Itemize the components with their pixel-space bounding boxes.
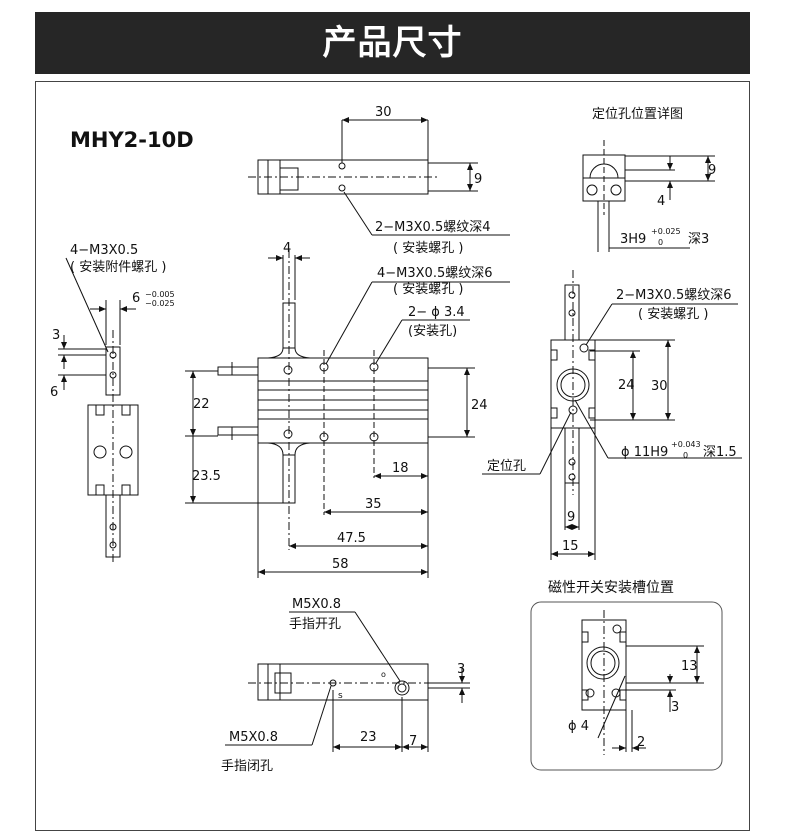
side-locating-label: 定位孔 [487,459,526,474]
side-dim-24: 24 [618,378,635,393]
top-dim-30: 30 [375,105,392,120]
header-title: 产品尺寸 [322,23,463,63]
front-thread-sub: ( 安装螺孔 ) [393,282,463,297]
side-view: 30 24 2−M3X0.5螺纹深6 ( 安装螺孔 ) 定位孔 ϕ 11H9 +… [482,270,742,560]
side-dim-30: 30 [651,379,668,394]
switch-dim-3: 3 [671,700,679,715]
switch-dim-2: 2 [637,735,645,750]
bottom-open-port: M5X0.8 [292,597,341,612]
left-thread-sub: ( 安装附件螺孔 ) [70,260,166,275]
bottom-close-port: M5X0.8 [229,730,278,745]
bottom-dim-23: 23 [360,730,377,745]
left-dim-3: 3 [52,328,60,343]
detail-view: 定位孔位置详图 9 4 3H9 +0.025 0 深3 [582,107,716,252]
detail-depth: 深3 [688,232,709,247]
switch-slot-view: 磁性开关安装槽位置 13 3 ϕ 4 2 [530,580,723,771]
top-thread-note: 2−M3X0.5螺纹深4 [375,220,491,235]
side-dim-15: 15 [562,539,579,554]
left-dim-6-lower: −0.025 [145,299,175,308]
top-thread-sub: ( 安装螺孔 ) [393,241,463,256]
side-bore-lower: 0 [683,451,688,460]
bottom-dim-7: 7 [409,734,417,749]
bottom-view: s o M5X0.8 手指开孔 M5X0.8 手指闭孔 3 23 7 [221,597,470,774]
front-dim-23-5: 23.5 [192,469,221,484]
side-bore: ϕ 11H9 [621,445,668,460]
left-view: 4−M3X0.5 ( 安装附件螺孔 ) 6 −0.005 [50,243,175,565]
front-dim-4: 4 [283,241,291,256]
side-thread-note: 2−M3X0.5螺纹深6 [616,288,732,303]
left-dim-6-upper: −0.005 [145,290,175,299]
front-dim-35: 35 [365,497,382,512]
top-view: 30 9 2−M3X0.5螺纹深4 ( 安装螺孔 ) [248,105,510,256]
header-bar: 产品尺寸 [35,12,750,74]
left-dim-6: 6 [132,291,140,306]
detail-dim-4: 4 [657,194,665,209]
front-dim-22: 22 [193,397,210,412]
detail-tol-upper: +0.025 [651,227,681,236]
switch-dim-phi4: ϕ 4 [568,719,589,734]
detail-dim-9: 9 [708,163,716,178]
front-view: 4 4−M3X0.5螺纹深6 ( 安装螺孔 ) 2− ϕ 3.4 (安装孔) 2… [185,241,510,578]
bottom-mark-s: s [338,691,343,701]
bottom-close-sub: 手指闭孔 [221,759,273,774]
front-dim-58: 58 [332,557,349,572]
switch-title: 磁性开关安装槽位置 [548,580,674,596]
left-dim-6b: 6 [50,385,58,400]
side-bore-depth: 深1.5 [703,445,737,460]
drawing-frame [35,81,750,831]
switch-dim-13: 13 [681,659,698,674]
front-dim-18: 18 [392,461,409,476]
side-thread-sub: ( 安装螺孔 ) [638,307,708,322]
side-bore-upper: +0.043 [671,440,701,449]
side-dim-9: 9 [567,510,575,525]
left-thread-note: 4−M3X0.5 [70,243,138,258]
front-thread-note: 4−M3X0.5螺纹深6 [377,266,493,281]
detail-title: 定位孔位置详图 [592,107,683,122]
front-dim-24: 24 [471,398,488,413]
bottom-mark-o: o [381,670,386,679]
front-hole-note: 2− ϕ 3.4 [408,305,465,320]
model-label: MHY2-10D [70,128,194,152]
front-hole-sub: (安装孔) [408,324,457,339]
front-dim-47-5: 47.5 [337,531,366,546]
bottom-open-sub: 手指开孔 [289,617,341,632]
detail-tol-lower: 0 [658,238,663,247]
top-dim-9: 9 [474,172,482,187]
bottom-dim-3: 3 [457,662,465,677]
detail-tol-main: 3H9 [620,232,646,247]
